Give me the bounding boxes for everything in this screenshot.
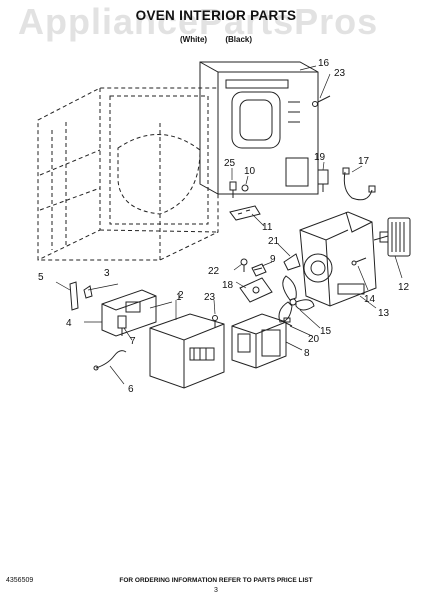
callout-18: 18 — [222, 280, 234, 291]
wire-6 — [93, 350, 127, 371]
callout-numbers: 16 23 25 10 11 19 17 21 9 22 18 12 14 13… — [38, 58, 410, 395]
callout-8: 8 — [304, 348, 310, 359]
callout-1: 1 — [176, 292, 182, 303]
connector-19 — [317, 169, 329, 192]
callout-10: 10 — [244, 166, 256, 177]
ordering-note: FOR ORDERING INFORMATION REFER TO PARTS … — [119, 577, 313, 584]
control-panel-16 — [199, 61, 319, 195]
callout-15: 15 — [320, 326, 332, 337]
relay-7 — [117, 315, 127, 336]
variant-black: (Black) — [225, 35, 253, 44]
clip-3 — [83, 285, 93, 299]
document-part-number: 4356509 — [6, 577, 34, 584]
site-watermark: AppliancePartsPros — [18, 1, 379, 42]
callout-17: 17 — [358, 156, 370, 167]
callout-2-label: 2 — [178, 290, 184, 301]
callout-23-top: 23 — [334, 68, 346, 79]
callout-23-mid: 23 — [204, 292, 216, 303]
fan-blade-15 — [278, 275, 315, 323]
callout-4: 4 — [66, 318, 72, 329]
callout-20: 20 — [308, 334, 320, 345]
fastener-10 — [241, 184, 249, 192]
diode-20 — [279, 317, 293, 327]
page-title: OVEN INTERIOR PARTS — [135, 8, 297, 23]
leader-lines — [55, 65, 403, 385]
bracket-11 — [229, 205, 261, 221]
callout-25: 25 — [224, 158, 236, 169]
plate-18 — [239, 277, 273, 303]
screw-22 — [240, 258, 248, 272]
callout-19: 19 — [314, 152, 326, 163]
callout-22: 22 — [208, 266, 220, 277]
callout-3: 3 — [104, 268, 110, 279]
callout-13: 13 — [378, 308, 390, 319]
oven-cavity-outline — [37, 87, 219, 261]
rod-5 — [69, 281, 79, 311]
callout-11: 11 — [262, 222, 273, 233]
callout-16: 16 — [318, 58, 330, 69]
callout-14: 14 — [364, 294, 376, 305]
transformer-8 — [231, 313, 287, 369]
wedge-21 — [283, 253, 301, 271]
callout-5: 5 — [38, 272, 44, 283]
callout-7: 7 — [130, 336, 136, 347]
callout-9: 9 — [270, 254, 276, 265]
callout-12: 12 — [398, 282, 410, 293]
blower-housing-13 — [299, 211, 377, 307]
screw-14 — [351, 257, 367, 266]
fastener-25 — [229, 181, 237, 198]
page-number: 3 — [214, 587, 218, 594]
callout-21: 21 — [268, 236, 280, 247]
callout-6: 6 — [128, 384, 134, 395]
harness-17 — [342, 167, 376, 201]
screw-23-top — [312, 95, 331, 107]
color-variants: (White) (Black) — [0, 35, 432, 44]
variant-white: (White) — [179, 35, 208, 44]
motor-12 — [373, 217, 411, 257]
clip-9 — [251, 263, 267, 277]
bracket-2 — [101, 289, 157, 337]
module-1 — [149, 313, 225, 389]
